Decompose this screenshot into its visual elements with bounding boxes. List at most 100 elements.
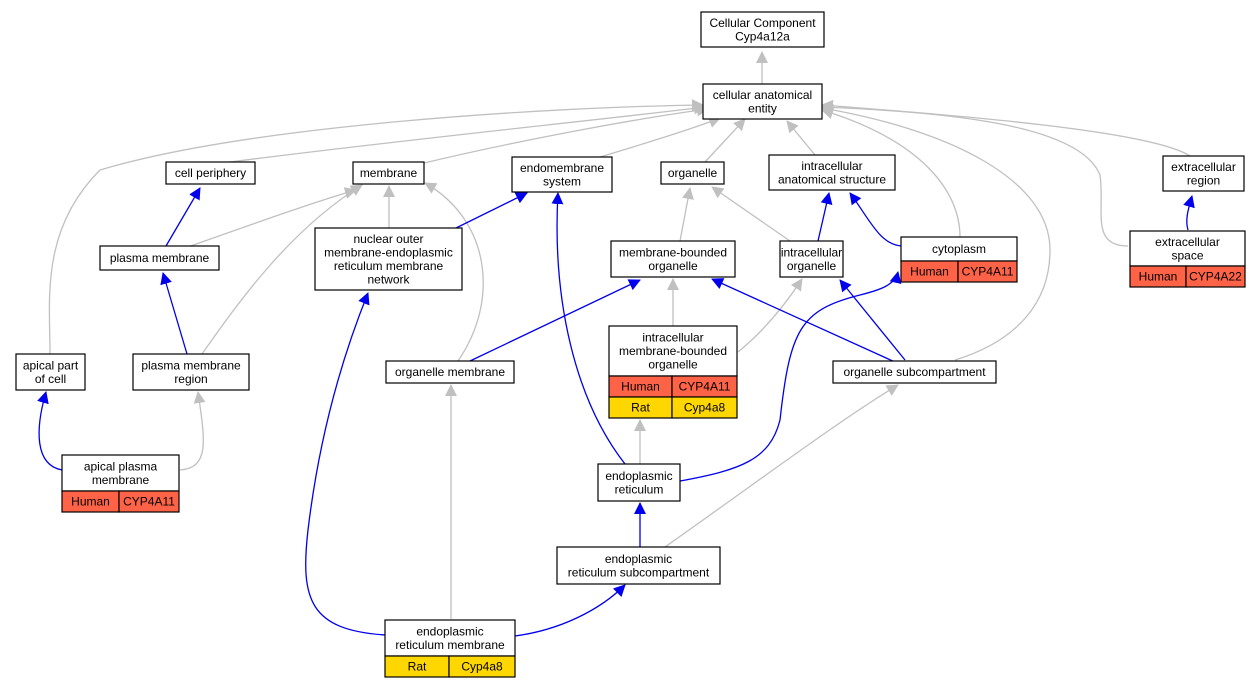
node-label: nuclear outer — [353, 232, 423, 246]
edge-er-subcomp-to-org-subcomp — [664, 384, 899, 548]
node-label: membrane-bounded — [619, 245, 727, 259]
edge-nomer-to-endomembrane — [453, 192, 528, 230]
edge-intra-org-to-organelle — [711, 186, 791, 242]
edge-extracellular-space-to-cae — [821, 101, 1129, 247]
node-label: organelle — [668, 166, 718, 180]
edge-er-to-cytoplasm — [679, 271, 902, 482]
node-label: intracellular — [781, 245, 842, 259]
node-organelle[interactable]: organelle — [660, 161, 725, 185]
node-organelle-membrane[interactable]: organelle membrane — [385, 360, 515, 384]
edge-organelle-membrane-to-mbo — [469, 279, 641, 362]
node-label: of cell — [35, 372, 66, 386]
node-label: endoplasmic — [416, 624, 483, 638]
edge-intra-org-to-ias — [817, 192, 833, 242]
node-label: organelle subcompartment — [843, 365, 986, 379]
ortholog-gene: Cyp4a8 — [684, 401, 726, 415]
ortholog-gene-cell — [448, 655, 516, 678]
node-box — [165, 161, 256, 185]
node-box — [702, 83, 823, 120]
node-box — [832, 360, 997, 384]
ortholog-gene: Cyp4a8 — [461, 660, 503, 674]
node-label: extracellular — [1171, 160, 1236, 174]
node-label: intracellular — [801, 159, 862, 173]
node-label: membrane — [92, 473, 150, 487]
node-label: reticulum — [615, 482, 664, 496]
edge-pmr-to-membrane — [201, 184, 363, 355]
node-box — [511, 156, 613, 193]
node-cell-periphery[interactable]: cell periphery — [165, 161, 256, 185]
node-box — [610, 240, 736, 278]
edge-er-membrane-to-er-subcomp — [514, 584, 626, 637]
node-box — [385, 360, 515, 384]
ortholog-species: Rat — [631, 401, 650, 415]
ortholog-species: Rat — [408, 660, 427, 674]
ortholog-gene-cell — [118, 490, 180, 513]
node-imbo[interactable]: intracellularmembrane-boundedorganelleHu… — [608, 325, 738, 419]
node-org-subcomp[interactable]: organelle subcompartment — [832, 360, 997, 384]
node-box — [700, 11, 825, 48]
node-box — [15, 353, 86, 391]
ortholog-species: Human — [621, 380, 660, 394]
edge-org-subcomp-to-mbo — [711, 278, 896, 363]
node-membrane[interactable]: membrane — [352, 161, 425, 185]
node-box — [99, 245, 220, 271]
node-label: reticulum subcompartment — [568, 565, 710, 579]
node-label: membrane-bounded — [619, 344, 727, 358]
edge-pmr-to-plasma-membrane — [160, 272, 188, 355]
node-box — [132, 353, 250, 391]
edge-org-subcomp-to-cae — [821, 103, 1051, 361]
edge-er-membrane-to-nomer — [305, 292, 386, 636]
node-nomer[interactable]: nuclear outermembrane-endoplasmicreticul… — [314, 227, 463, 291]
ortholog-gene: CYP4A22 — [1189, 270, 1242, 284]
edge-apical-pm-to-pmr — [179, 391, 206, 471]
node-label: organelle — [648, 358, 698, 372]
ortholog-gene: CYP4A11 — [679, 380, 731, 394]
edge-membrane-to-cae — [419, 104, 709, 165]
node-box — [768, 154, 896, 191]
edge-ias-to-cae — [786, 120, 816, 156]
edge-cytoplasm-to-cae — [821, 107, 961, 238]
node-label: system — [543, 174, 581, 188]
node-box — [1162, 155, 1245, 192]
node-label: network — [367, 272, 410, 286]
node-label: apical part — [23, 358, 79, 372]
node-box — [779, 240, 844, 278]
edge-er-to-endomembrane — [551, 192, 626, 465]
edge-cytoplasm-to-ias — [849, 192, 903, 247]
edge-organelle-membrane-to-membrane — [424, 182, 484, 362]
ortholog-gene: CYP4A11 — [962, 265, 1014, 279]
ortholog-species: Human — [910, 265, 949, 279]
ortholog-gene-cell — [957, 260, 1018, 283]
edge-endomembrane-to-cae — [599, 116, 721, 158]
node-label: entity — [748, 101, 777, 115]
edge-organelle-to-cae — [704, 118, 746, 163]
edge-cell-periphery-to-cae — [229, 102, 706, 163]
ortholog-gene-cell — [1185, 265, 1246, 288]
node-label: intracellular — [642, 331, 703, 345]
node-label: organelle — [787, 259, 837, 273]
node-box — [352, 161, 425, 185]
node-plasma-membrane[interactable]: plasma membrane — [99, 245, 220, 271]
node-label: membrane-endoplasmic — [324, 245, 453, 259]
edges-layer — [37, 51, 1195, 637]
node-box — [314, 227, 463, 291]
node-label: endoplasmic — [605, 552, 672, 566]
edge-imbo-to-intra-org — [737, 278, 803, 353]
